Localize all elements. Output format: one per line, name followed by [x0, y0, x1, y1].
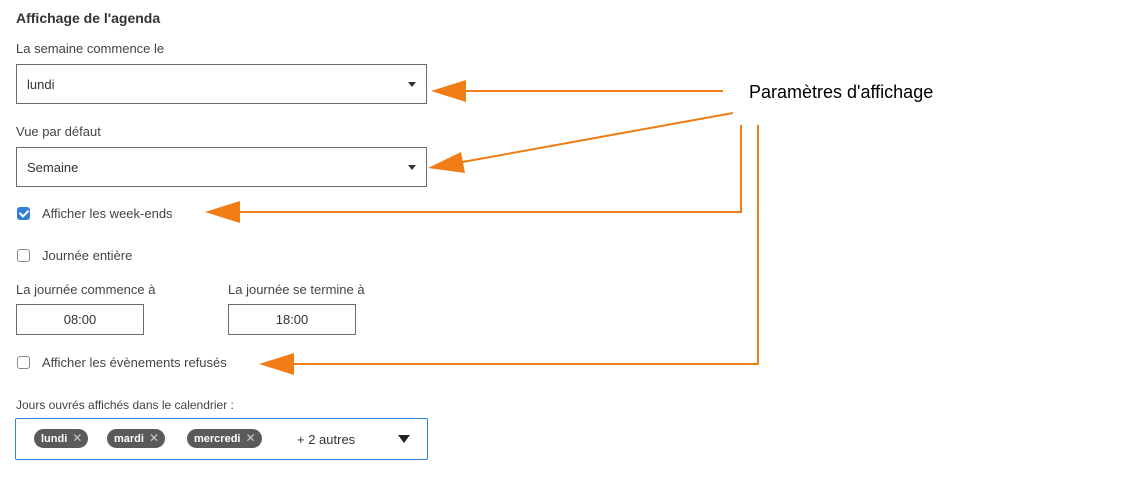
- close-icon[interactable]: ✕: [245, 431, 256, 445]
- chip-label: mardi: [114, 433, 144, 445]
- chevron-down-icon[interactable]: [398, 435, 410, 443]
- default-view-select[interactable]: Semaine: [16, 147, 427, 187]
- show-weekends-label[interactable]: Afficher les week-ends: [42, 206, 173, 221]
- chevron-down-icon: [408, 82, 416, 87]
- working-days-multiselect[interactable]: lundi ✕ mardi ✕ mercredi ✕ + 2 autres: [15, 418, 428, 460]
- all-day-checkbox[interactable]: [17, 249, 30, 262]
- chip-mardi[interactable]: mardi ✕: [107, 429, 166, 448]
- arrow-line: [236, 125, 742, 213]
- arrowhead-icon: [259, 353, 294, 375]
- working-days-label: Jours ouvrés affichés dans le calendrier…: [16, 398, 234, 412]
- annotation-label: Paramètres d'affichage: [749, 82, 934, 102]
- chip-lundi[interactable]: lundi ✕: [34, 429, 89, 448]
- all-day-label[interactable]: Journée entière: [42, 248, 133, 263]
- day-start-label: La journée commence à: [16, 282, 156, 297]
- day-end-input[interactable]: 18:00: [228, 304, 356, 335]
- show-declined-checkbox[interactable]: [17, 356, 30, 369]
- day-end-label: La journée se termine à: [228, 282, 365, 297]
- arrow-line: [456, 112, 734, 164]
- chip-mercredi[interactable]: mercredi ✕: [187, 429, 262, 448]
- chip-label: lundi: [41, 433, 68, 445]
- week-start-select[interactable]: lundi: [16, 64, 427, 104]
- day-start-input[interactable]: 08:00: [16, 304, 144, 335]
- show-weekends-checkbox[interactable]: [17, 207, 30, 220]
- week-start-label: La semaine commence le: [16, 41, 165, 56]
- arrowhead-icon: [428, 152, 465, 173]
- arrowhead-icon: [205, 201, 240, 223]
- default-view-value: Semaine: [27, 160, 79, 175]
- arrowhead-icon: [431, 80, 466, 102]
- arrow-line: [290, 125, 759, 365]
- chip-label: mercredi: [194, 433, 241, 445]
- show-declined-label[interactable]: Afficher les évènements refusés: [42, 355, 227, 370]
- week-start-value: lundi: [27, 77, 55, 92]
- default-view-label: Vue par défaut: [16, 124, 101, 139]
- close-icon[interactable]: ✕: [72, 431, 83, 445]
- close-icon[interactable]: ✕: [148, 431, 160, 445]
- chevron-down-icon: [408, 165, 416, 170]
- more-days-text: + 2 autres: [297, 432, 356, 447]
- section-title: Affichage de l'agenda: [16, 10, 161, 26]
